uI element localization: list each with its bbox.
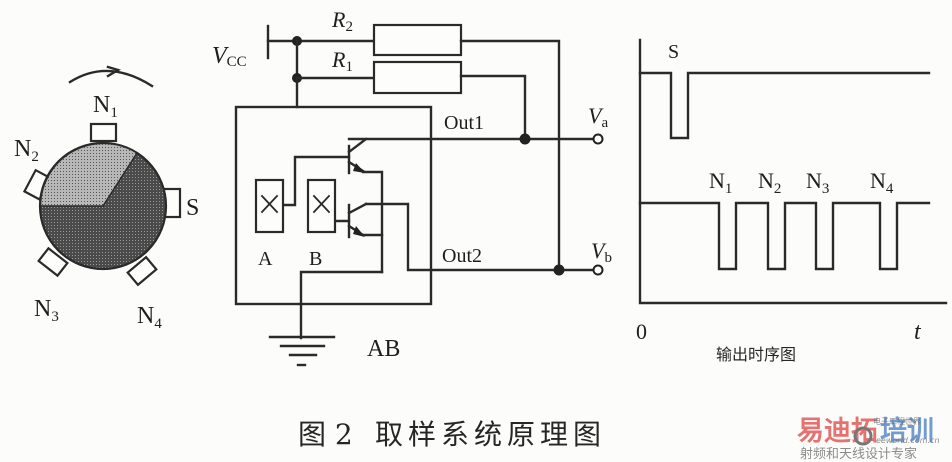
label-chip-ab: AB xyxy=(367,336,400,362)
label-out1: Out1 xyxy=(444,112,484,134)
label-sensor-a: A xyxy=(258,248,273,270)
label-sensor-b: B xyxy=(309,248,322,270)
label-pulse-n3: N3 xyxy=(806,168,829,197)
hall-sensor-b xyxy=(306,178,337,234)
signal-n-trace xyxy=(638,201,931,271)
figure-number: 图 2 xyxy=(298,418,353,451)
watermark-site: eeworld.com.cn xyxy=(876,436,940,445)
terminal-vb xyxy=(592,264,604,276)
timing-title: 输出时序图 xyxy=(716,345,796,364)
cross-icon xyxy=(312,194,331,214)
timing-diagram: S N1 N2 N3 N4 0 t 输出时序图 xyxy=(636,38,948,364)
rotation-arrow-head-icon xyxy=(106,65,121,78)
wire-out2 xyxy=(364,202,597,272)
label-pulse-n1: N1 xyxy=(709,168,732,197)
transistor-1-collector xyxy=(347,137,368,154)
timing-axes xyxy=(638,38,948,305)
wire-r1-va xyxy=(459,74,527,141)
label-vb: Vb xyxy=(591,238,612,266)
watermark-slogan: 射频和天线设计专家 xyxy=(800,446,917,462)
eeworld-logo-icon xyxy=(853,426,873,446)
chip-ab xyxy=(234,105,433,306)
terminal-va xyxy=(592,133,604,145)
label-r1: R1 xyxy=(331,47,353,75)
label-s: S xyxy=(186,195,199,221)
label-va: Va xyxy=(588,103,608,131)
label-n2: N2 xyxy=(14,136,39,165)
label-vcc: VCC xyxy=(212,43,247,70)
rotor-diagram: N1 N2 S N3 N4 xyxy=(14,65,199,332)
rotation-arrow-icon xyxy=(68,69,154,88)
figure-caption: 取样系统原理图 xyxy=(375,418,606,451)
rotor-sector-light xyxy=(39,142,139,207)
sensor-n3 xyxy=(37,246,69,278)
watermark-red-text: 易迪拓 xyxy=(797,416,878,447)
cross-icon xyxy=(260,194,279,214)
sensor-n4 xyxy=(126,255,158,287)
wire-r2-vb xyxy=(459,39,561,271)
watermark-logo: 易迪拓 培训 电子工程世界 eeworld.com.cn 射频和天线设计专家 xyxy=(797,416,940,462)
signal-s-trace xyxy=(638,71,931,140)
watermark-brand: 电子工程世界 xyxy=(873,416,921,426)
label-n4: N4 xyxy=(137,303,162,332)
sensor-n1 xyxy=(89,122,118,143)
label-n3: N3 xyxy=(34,296,59,325)
transistor-2-collector xyxy=(347,202,368,215)
label-t-axis: t xyxy=(914,319,922,345)
watermark-blue-text: 培训 xyxy=(880,416,934,447)
label-pulse-n2: N2 xyxy=(758,168,781,197)
label-out2: Out2 xyxy=(442,245,482,267)
junction-dot xyxy=(553,264,565,276)
label-n1: N1 xyxy=(93,92,118,121)
label-pulse-s: S xyxy=(668,41,679,63)
resistor-r1 xyxy=(372,60,463,95)
junction-dot xyxy=(519,133,531,145)
wire-emitter-gnd xyxy=(361,170,384,274)
transistor-1-arrow-icon xyxy=(353,163,365,173)
label-pulse-n4: N4 xyxy=(870,168,894,197)
label-origin: 0 xyxy=(636,319,647,344)
hall-sensor-a xyxy=(254,178,285,234)
circuit-schematic: VCC R2 R1 Out1 Va xyxy=(212,7,612,367)
label-r2: R2 xyxy=(331,7,353,35)
wire-ground xyxy=(299,270,384,340)
resistor-r2 xyxy=(372,23,463,57)
wire-sensor-a xyxy=(281,155,351,207)
